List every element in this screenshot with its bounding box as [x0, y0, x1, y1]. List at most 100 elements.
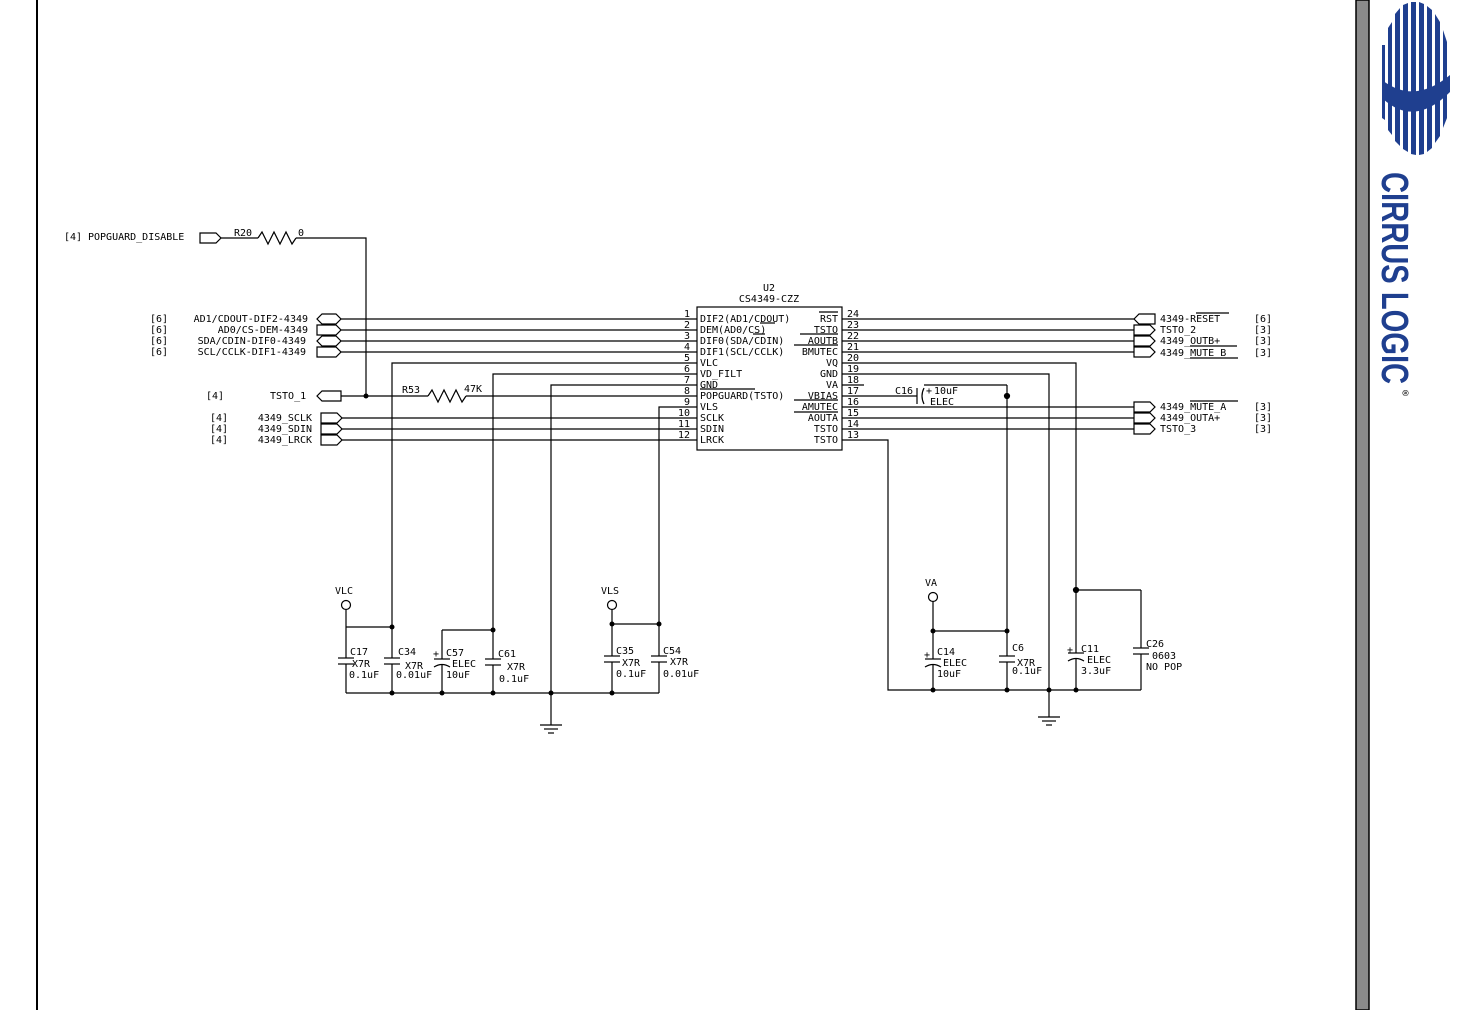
pin-num: 12 [678, 430, 690, 441]
bidir-port-shape[interactable] [316, 313, 342, 325]
resistor-r53[interactable] [427, 388, 467, 404]
left-port-group: [6] AD1/CDOUT-DIF2-4349 [6] AD0/CS-DEM-4… [150, 313, 675, 358]
c26-type: 0603 [1152, 651, 1176, 662]
pin-num: 14 [847, 419, 859, 430]
pin-name: RST [820, 314, 838, 325]
cirrus-logic-logo: CIRRUS LOGIC ® [1373, 2, 1450, 397]
serial-port-group: [4] 4349_SCLK [4] 4349_SDIN [4] 4349_LRC… [210, 412, 675, 446]
pin-num: 11 [678, 419, 690, 430]
capacitor-c17[interactable]: C17 X7R 0.1uF [338, 627, 379, 693]
c11-type: ELEC [1087, 655, 1111, 666]
port-name: 4349_SDIN [258, 424, 312, 435]
port-name: AD1/CDOUT-DIF2-4349 [194, 314, 308, 325]
port-ref: [6] [1254, 314, 1272, 325]
output-port-shape[interactable] [1133, 423, 1156, 435]
output-port-shape[interactable] [1133, 324, 1156, 336]
va-power-symbol [927, 591, 939, 603]
pin-num: 17 [847, 386, 859, 397]
input-port-shape[interactable] [320, 434, 343, 446]
port-name: TSTO_1 [270, 391, 306, 402]
right-supply-wires [864, 362, 1142, 717]
input-port-shape[interactable] [320, 423, 343, 435]
resistor-r20[interactable] [257, 230, 297, 246]
c57-ref: C57 [446, 648, 464, 659]
input-port-shape[interactable] [1133, 313, 1156, 325]
port-ref: [3] [1254, 424, 1272, 435]
pin-name: SDIN [700, 424, 724, 435]
c26-value: NO POP [1146, 662, 1182, 673]
capacitor-c26[interactable]: C26 0603 NO POP [1133, 639, 1182, 690]
port-ref: [4] [210, 424, 228, 435]
pin-name: LRCK [700, 435, 724, 446]
port-name: SDA/CDIN-DIF0-4349 [198, 336, 306, 347]
input-port-shape[interactable] [316, 346, 342, 358]
pin-num: 19 [847, 364, 859, 375]
c35-type: X7R [622, 658, 641, 669]
left-supply-wires [391, 362, 675, 725]
pin-name: VD_FILT [700, 369, 742, 380]
bidir-port-shape[interactable] [316, 335, 342, 347]
vlc-power-symbol [340, 599, 352, 611]
capacitor-c14[interactable]: + C14 ELEC 10uF [924, 631, 967, 690]
c57-type: ELEC [452, 659, 476, 670]
c16-ref: C16 [895, 386, 913, 397]
c34-type: X7R [405, 661, 424, 672]
port-ref: [6] [150, 325, 168, 336]
pin-num: 2 [684, 320, 690, 331]
pin-num: 5 [684, 353, 690, 364]
r20-ref: R20 [234, 228, 252, 239]
pin-name: DIF2(AD1/CDOUT) [700, 314, 790, 325]
output-port-shape[interactable] [1133, 401, 1156, 413]
input-port-shape[interactable] [320, 412, 343, 424]
capacitor-c54[interactable]: C54 X7R 0.01uF [651, 624, 699, 693]
c11-plus: + [1067, 645, 1073, 656]
output-port-shape[interactable] [316, 390, 342, 402]
c17-ref: C17 [350, 647, 368, 658]
pin-num: 13 [847, 430, 859, 441]
pin-name: VA [826, 380, 838, 391]
capacitor-c61[interactable]: C61 X7R 0.1uF [485, 630, 529, 693]
pin-name: DIF0(SDA/CDIN) [700, 336, 784, 347]
pin-num: 24 [847, 309, 859, 320]
va-network: VA + C14 ELEC 10uF C6 X7R 0.1uF [924, 578, 1182, 690]
ic-left-pin-stubs [675, 318, 697, 441]
capacitor-c16[interactable]: C16 + 10uF ELEC [864, 384, 1007, 408]
pin-name: VLS [700, 402, 718, 413]
pin-num: 22 [847, 331, 859, 342]
capacitor-c11[interactable]: + C11 ELEC 3.3uF [1067, 590, 1111, 690]
c57-plus: + [433, 649, 439, 660]
pin-num: 20 [847, 353, 859, 364]
c11-ref: C11 [1081, 644, 1099, 655]
output-port-shape[interactable] [1133, 412, 1156, 424]
output-port-shape[interactable] [1133, 335, 1156, 347]
vlc-label: VLC [335, 586, 353, 597]
pin-name: AOUTA [808, 413, 838, 424]
pin-num: 16 [847, 397, 859, 408]
c11-value: 3.3uF [1081, 666, 1111, 677]
capacitor-c35[interactable]: C35 X7R 0.1uF [604, 624, 646, 693]
pin-name: VLC [700, 358, 718, 369]
c54-ref: C54 [663, 646, 681, 657]
port-name: 4349_OUTB+ [1160, 336, 1220, 347]
capacitor-c6[interactable]: C6 X7R 0.1uF [999, 631, 1042, 690]
port-name: 4349_MUTE_B [1160, 348, 1226, 359]
capacitor-c34[interactable]: C34 X7R 0.01uF [384, 627, 432, 693]
c6-type: X7R [1017, 658, 1036, 669]
c54-value: 0.01uF [663, 669, 699, 680]
pin-num: 1 [684, 309, 690, 320]
overbars [700, 311, 838, 413]
port-ref: [6] [150, 347, 168, 358]
c17-value: 0.1uF [349, 670, 379, 681]
capacitor-c57[interactable]: + C57 ELEC 10uF [433, 630, 476, 693]
va-label: VA [925, 578, 937, 589]
port-ref: [6] [150, 314, 168, 325]
pin-name: DEM(AD0/CS) [700, 325, 766, 336]
c57-value: 10uF [446, 670, 470, 681]
ic-ref: U2 [763, 283, 775, 294]
pin-name: VQ [826, 358, 838, 369]
c61-ref: C61 [498, 649, 516, 660]
output-port-shape[interactable] [1133, 346, 1156, 358]
ic-u2[interactable]: U2 CS4349-CZZ 1 DIF2(AD1/CDOUT) 2 DEM(AD… [675, 283, 864, 451]
input-port-shape[interactable] [199, 232, 222, 244]
input-port-shape[interactable] [316, 324, 342, 336]
